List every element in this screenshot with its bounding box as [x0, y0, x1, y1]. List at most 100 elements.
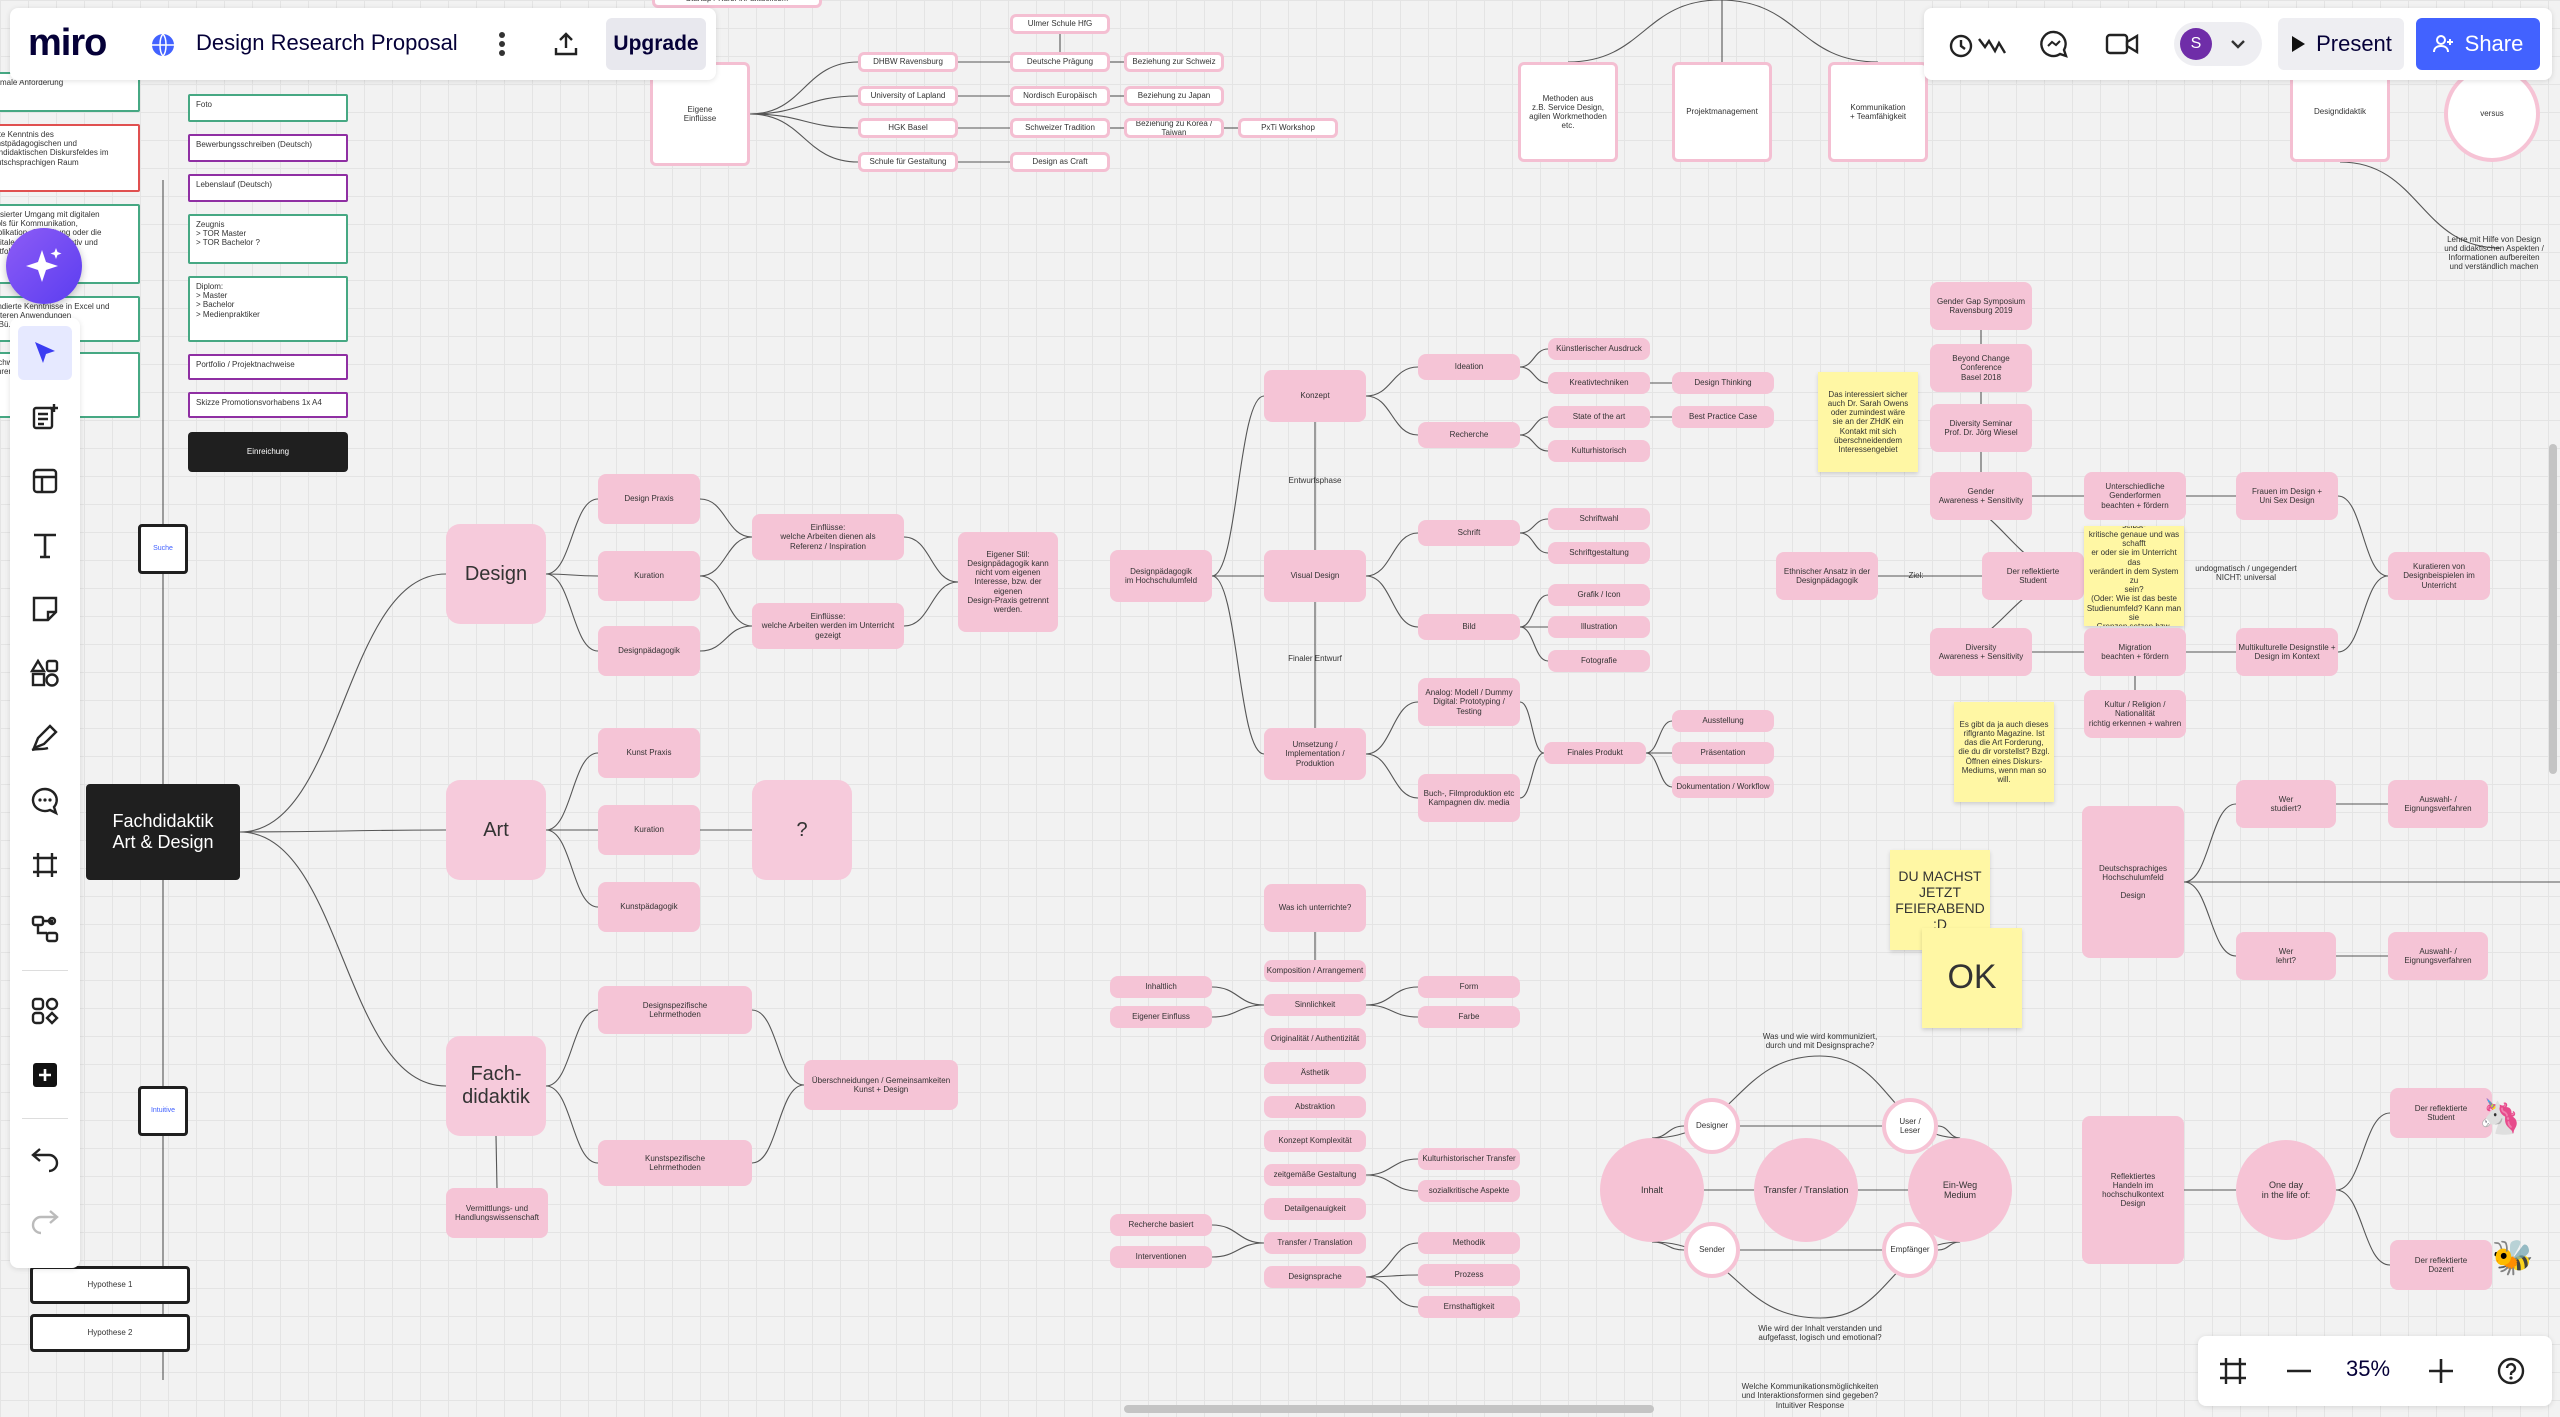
diagram-icon[interactable] [18, 902, 72, 956]
node-gender-gap[interactable]: Gender Gap Symposium Ravensburg 2019 [1930, 282, 2032, 330]
node-inhaltlich[interactable]: Inhaltlich [1110, 976, 1212, 998]
node-konzept[interactable]: Konzept [1264, 370, 1366, 422]
connector-schrift-schriftwahl[interactable] [1519, 518, 1549, 534]
connector-eigene_einfluesse-lapland[interactable] [749, 95, 859, 115]
node-dhbw[interactable]: DHBW Ravensburg [858, 52, 958, 72]
node-migration[interactable]: Migration beachten + fördern [2084, 628, 2186, 676]
node-foto[interactable]: Foto [188, 94, 348, 122]
pen-icon[interactable] [18, 710, 72, 764]
node-kunstspez[interactable]: Kunstspezifische Lehrmethoden [598, 1140, 752, 1186]
node-buch[interactable]: Buch-, Filmproduktion etc Kampagnen div.… [1418, 774, 1520, 822]
node-lehre-note[interactable]: Lehre mit Hilfe von Design und didaktisc… [2444, 234, 2544, 272]
bee-sticker[interactable]: 🐝 [2491, 1239, 2535, 1278]
export-icon[interactable] [550, 28, 582, 60]
node-bez-korea[interactable]: Beziehung zu Korea / Taiwan [1124, 118, 1224, 138]
node-intervention[interactable]: Interventionen [1110, 1246, 1212, 1268]
ai-sparkle-icon[interactable] [6, 228, 82, 304]
globe-icon[interactable] [150, 32, 176, 58]
node-einfluss1[interactable]: Einflüsse: welche Arbeiten dienen als Re… [752, 514, 904, 560]
node-wer-studiert[interactable]: Wer studiert? [2236, 780, 2336, 828]
node-frauen[interactable]: Frauen im Design + Uni Sex Design [2236, 472, 2338, 520]
connector-art-kunst_praxis[interactable] [545, 752, 599, 831]
help-icon[interactable] [2490, 1350, 2532, 1392]
minus-icon[interactable] [2278, 1350, 2320, 1392]
node-ausstellung[interactable]: Ausstellung [1672, 710, 1774, 732]
node-dokumentation[interactable]: Dokumentation / Workflow [1672, 776, 1774, 798]
connector-center-design[interactable] [239, 573, 447, 833]
connector-one_day-refl_student[interactable] [2335, 1112, 2391, 1191]
apps-icon[interactable] [18, 984, 72, 1038]
connector-finales_produkt-dokumentation[interactable] [1645, 752, 1673, 788]
node-small-box2[interactable]: Intuitive [138, 1086, 188, 1136]
connector-sinnlichkeit-farbe[interactable] [1365, 1004, 1419, 1018]
node-bild[interactable]: Bild [1418, 614, 1520, 640]
node-diversity[interactable]: Diversity Awareness + Sensitivity [1930, 628, 2032, 676]
node-kuratieren[interactable]: Kuratieren von Designbeispielen im Unter… [2388, 552, 2490, 600]
node-projektmgmt[interactable]: Projektmanagement [1672, 62, 1772, 162]
connector-konzept-ideation[interactable] [1365, 366, 1419, 397]
node-designpaedagogik[interactable]: Designpädagogik [598, 626, 700, 676]
connector-deutschsprachige-wer_studiert[interactable] [2183, 803, 2237, 883]
node-designer[interactable]: Designer [1684, 1098, 1740, 1154]
upgrade-button[interactable]: Upgrade [606, 18, 706, 70]
miro-logo[interactable]: miro [28, 22, 107, 64]
board-title[interactable]: Design Research Proposal [196, 30, 458, 55]
comment-icon[interactable] [18, 774, 72, 828]
node-schriftwahl[interactable]: Schriftwahl [1548, 508, 1650, 530]
connector-one_day-refl_dozent[interactable] [2335, 1189, 2391, 1266]
node-bez-schweiz[interactable]: Beziehung zur Schweiz [1124, 52, 1224, 72]
node-reflektierte-student[interactable]: Der reflektierte Student [1982, 552, 2084, 600]
node-entwurfsphase[interactable]: Entwurfsphase [1288, 476, 1342, 486]
more-vertical-icon[interactable] [492, 28, 512, 60]
node-finales-produkt[interactable]: Finales Produkt [1544, 742, 1646, 764]
connector-umsetzung-analog[interactable] [1365, 701, 1419, 755]
connector-schrift-schriftgestaltung[interactable] [1519, 532, 1549, 554]
node-komposition[interactable]: Komposition / Arrangement [1264, 960, 1366, 982]
node-kulturhist-transfer[interactable]: Kulturhistorischer Transfer [1418, 1148, 1520, 1170]
node-detailgenauigkeit[interactable]: Detailgenauigkeit [1264, 1198, 1366, 1220]
node-kunstpaedagogik[interactable]: Kunstpädagogik [598, 882, 700, 932]
node-beyond-change[interactable]: Beyond Change Conference Basel 2018 [1930, 344, 2032, 392]
connector-designspez-ueberschneidungen[interactable] [751, 1009, 805, 1086]
user-avatar-group[interactable]: S [2174, 22, 2262, 66]
connector-inhaltlich-sinnlichkeit[interactable] [1211, 986, 1265, 1006]
node-sinnlichkeit[interactable]: Sinnlichkeit [1264, 994, 1366, 1016]
connector-frauen-kuratieren[interactable] [2337, 495, 2389, 577]
node-hgk[interactable]: HGK Basel [858, 118, 958, 138]
connector-finales_produkt-ausstellung[interactable] [1645, 720, 1673, 754]
connector-kuration1-einfluss1[interactable] [699, 536, 753, 577]
node-multikulti[interactable]: Multikulturelle Designstile + Design im … [2236, 628, 2338, 676]
connector-einfluss1-eigener_stil[interactable] [903, 536, 959, 583]
node-kuration2[interactable]: Kuration [598, 805, 700, 855]
connector-recherche-kulturhist[interactable] [1519, 434, 1549, 452]
node-undogmatisch[interactable]: undogmatisch / ungegendert NICHT: univer… [2195, 563, 2297, 582]
node-refl-student[interactable]: Der reflektierte Student [2390, 1088, 2492, 1138]
connector-design-kuration1[interactable] [545, 573, 599, 577]
node-vermittlung[interactable]: Vermittlungs- und Handlungswissenschaft [446, 1188, 548, 1238]
node-methodik[interactable]: Methodik [1418, 1232, 1520, 1254]
node-yellow2[interactable]: Welche Rolle spielt da der reflektierte … [2084, 526, 2184, 626]
node-methoden[interactable]: Methoden aus z.B. Service Design, agilen… [1518, 62, 1618, 162]
video-icon[interactable] [2104, 28, 2140, 60]
connector-zeitgemaess-sozialkritisch[interactable] [1365, 1174, 1419, 1192]
unicorn-sticker[interactable]: 🦄 [2478, 1098, 2522, 1137]
connector-arc-top2[interactable] [1819, 1055, 1961, 1139]
add-icon[interactable] [18, 1048, 72, 1102]
node-dp-hochschul[interactable]: Designpädagogik im Hochschulumfeld [1110, 550, 1212, 602]
node-einreichung[interactable]: Einreichung [188, 432, 348, 472]
node-schrift[interactable]: Schrift [1418, 520, 1520, 546]
node-zeitgemaess[interactable]: zeitgemäße Gestaltung [1264, 1164, 1366, 1186]
node-bez-japan[interactable]: Beziehung zu Japan [1124, 86, 1224, 106]
node-schweizer[interactable]: Schweizer Tradition [1010, 118, 1110, 138]
node-portfolio[interactable]: Portfolio / Projektnachweise [188, 354, 348, 380]
connector-eigener_einfluss-sinnlichkeit[interactable] [1211, 1004, 1265, 1018]
connector-buch-finales_produkt[interactable] [1519, 752, 1545, 799]
text-icon[interactable] [18, 518, 72, 572]
redo-icon[interactable] [18, 1192, 72, 1246]
node-unterschiedliche[interactable]: Unterschiedliche Genderformen beachten +… [2084, 472, 2186, 520]
connector-designsprache-prozess[interactable] [1365, 1274, 1419, 1278]
node-hypothese2[interactable]: Hypothese 2 [30, 1314, 190, 1352]
node-empfaenger[interactable]: Empfänger [1882, 1222, 1938, 1278]
node-design-craft[interactable]: Design as Craft [1010, 152, 1110, 172]
node-transfer-c[interactable]: Transfer / Translation [1754, 1138, 1858, 1242]
